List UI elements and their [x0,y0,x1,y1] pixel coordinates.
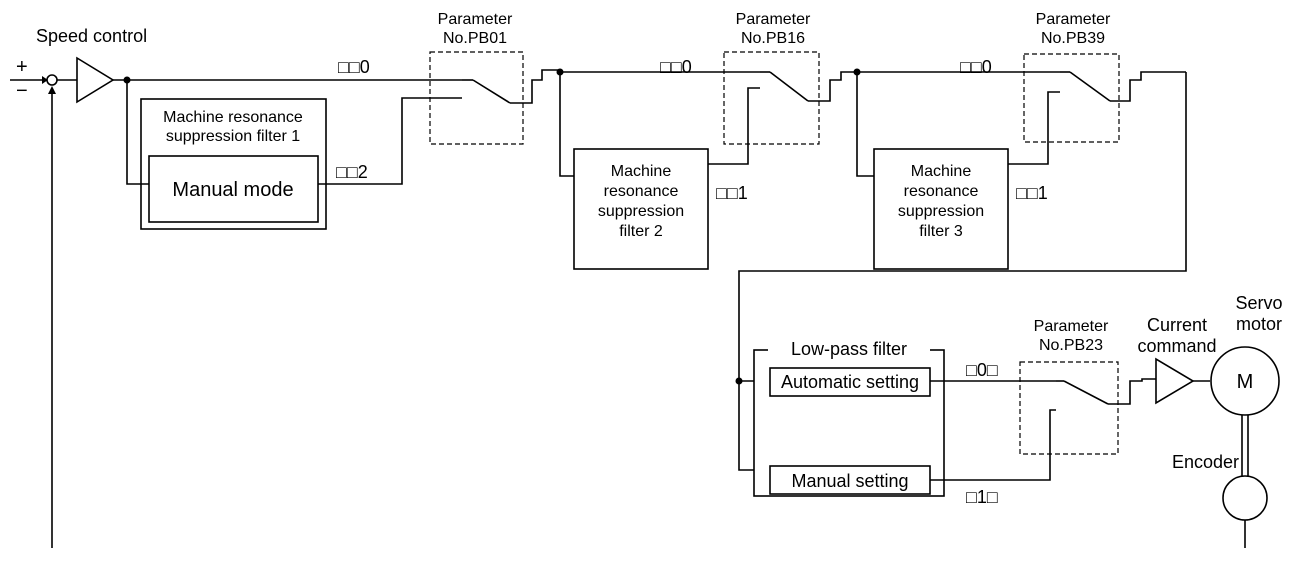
pb23-number-label: No.PB23 [1039,337,1103,354]
automatic-setting-label: Automatic setting [781,372,919,392]
pb01-switch-frame [429,51,524,145]
speed-controller-amplifier [76,56,115,104]
input-arrow [10,76,48,84]
pb39-switch-frame [1023,53,1120,143]
pb01-parameter-label: Parameter [438,11,513,28]
motor-symbol: M [1237,371,1254,393]
mrsf2-line2: resonance [604,183,679,200]
pb16-number-label: No.PB16 [741,30,805,47]
pb23-switch-frame [1019,361,1119,455]
pb16-off-setting: □□0 [660,57,692,77]
automatic-setting-box [769,367,931,397]
mrsf2-box: Machine resonance suppression filter 2 [573,148,709,270]
servo-label: Servo [1235,293,1282,313]
pb01-switch[interactable] [462,69,560,104]
lowpass-title: Low-pass filter [791,339,907,359]
pb01-manual-setting: □□2 [336,162,368,182]
mrsf3-box: Machine resonance suppression filter 3 [873,148,1009,270]
mrsf3-line1: Machine [911,163,972,180]
mrsf2-line3: suppression [598,203,684,220]
mrsf3-line2: resonance [904,183,979,200]
manual-setting-label: Manual setting [791,471,908,491]
pb39-off-setting: □□0 [960,57,992,77]
current-label: Current [1147,315,1207,335]
pb23-auto-setting: □0□ [966,360,998,380]
pb16-switch[interactable] [760,71,857,102]
summing-point [46,74,58,86]
pb39-parameter-label: Parameter [1036,11,1111,28]
pb01-off-setting: □□0 [338,57,370,77]
pb16-switch-frame [723,51,820,145]
mrsf2-line4: filter 2 [619,223,663,240]
mrsf1-title-line1: Machine resonance [163,109,303,126]
mrsf3-line4: filter 3 [919,223,963,240]
manual-mode-label: Manual mode [172,179,293,201]
pb23-manual-setting: □1□ [966,487,998,507]
pb39-switch[interactable] [1060,71,1186,102]
mrsf2-line1: Machine [611,163,672,180]
motor-label: motor [1236,314,1282,334]
motor-shaft [1241,415,1249,476]
mrsf1-title-line2: suppression filter 1 [166,128,300,145]
pb23-parameter-label: Parameter [1034,318,1109,335]
lowpass-filter-group: Low-pass filter Automatic setting Manual… [753,335,945,497]
mrsf1-group: Machine resonance suppression filter 1 M… [140,98,327,230]
pb39-on-setting: □□1 [1016,183,1048,203]
route-to-lowpass [738,72,1187,471]
pb23-switch[interactable] [1056,378,1156,405]
pb16-on-setting: □□1 [716,183,748,203]
command-label: command [1137,336,1216,356]
speed-control-label: Speed control [36,26,147,46]
mrsf3-line3: suppression [898,203,984,220]
pb39-number-label: No.PB39 [1041,30,1105,47]
servo-motor [1210,346,1280,416]
plus-sign: + [16,56,28,78]
pb16-parameter-label: Parameter [736,11,811,28]
encoder-label: Encoder [1172,452,1239,472]
manual-mode-box [148,155,319,223]
feedback-path [48,86,56,548]
minus-sign: − [16,80,28,102]
current-amplifier [1155,357,1195,405]
pb01-number-label: No.PB01 [443,30,507,47]
encoder [1222,475,1268,521]
